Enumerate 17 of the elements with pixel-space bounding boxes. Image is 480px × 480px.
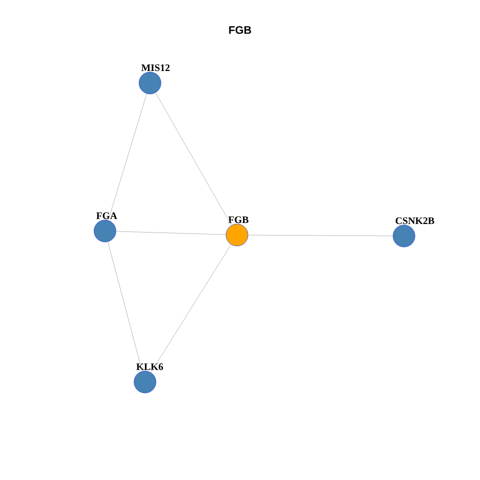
node-label: FGA (96, 212, 118, 220)
network-node: MIS12 (138, 64, 170, 94)
node-label: CSNK2B (396, 217, 434, 224)
edge-line (116, 231, 226, 235)
title: FGB (229, 26, 252, 34)
network-node: FGB (226, 216, 248, 246)
node-label: FGB (228, 216, 248, 224)
node-label: MIS12 (141, 64, 170, 72)
edge-line (150, 244, 232, 373)
edge-line (108, 93, 147, 221)
edge-line (155, 92, 232, 226)
network-node: FGA (94, 212, 118, 242)
node-label: KLK6 (136, 363, 164, 370)
edge-line (108, 242, 142, 372)
edge-line (248, 234, 394, 236)
network-node: CSNK2B (392, 217, 434, 248)
network-node: KLK6 (134, 363, 164, 394)
